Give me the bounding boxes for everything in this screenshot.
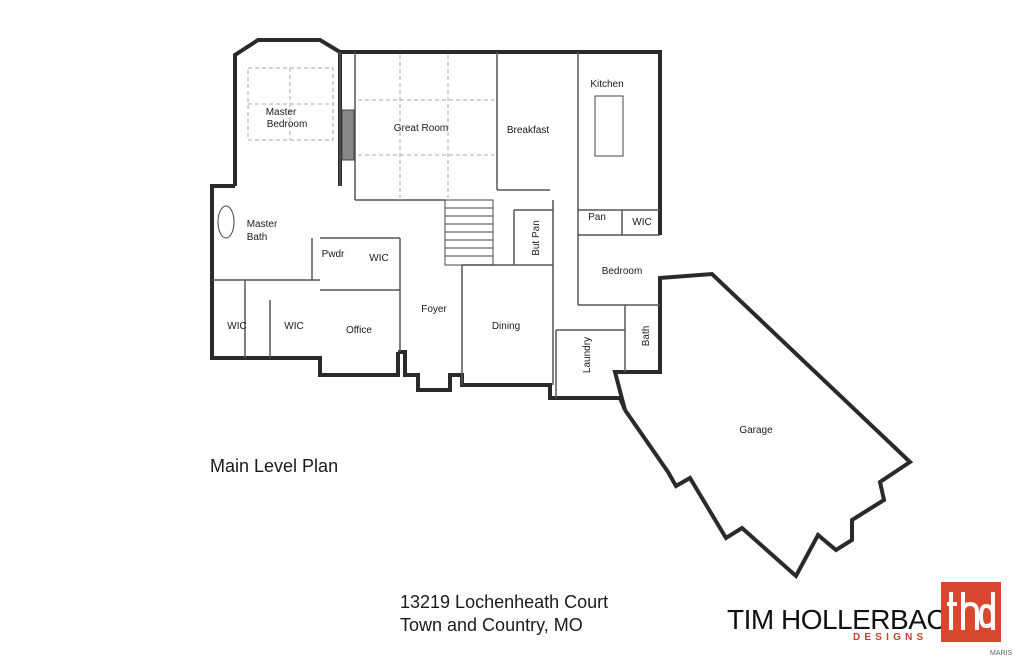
room-label-dining: Dining <box>492 321 520 332</box>
logo-glyph <box>947 592 995 630</box>
address-line-1: 13219 Lochenheath Court <box>400 592 609 612</box>
room-label-but-pan: But Pan <box>531 220 542 256</box>
thd-logo: thd <box>941 582 1001 642</box>
room-label-pan: Pan <box>588 212 606 223</box>
room-label-kitchen: Kitchen <box>590 79 623 90</box>
room-label-garage: Garage <box>739 425 773 436</box>
room-label-laundry: Laundry <box>582 337 593 373</box>
stairs <box>444 199 494 266</box>
room-label-wic-left-2: WIC <box>284 321 303 332</box>
bathtub <box>217 205 235 239</box>
room-label-wic-center: WIC <box>369 253 388 264</box>
kitchen-island <box>594 95 624 157</box>
room-label-great-room: Great Room <box>394 123 448 134</box>
room-label-wic-right: WIC <box>632 217 651 228</box>
room-label-bath: Bath <box>641 326 652 347</box>
logo-text: thd <box>941 582 1001 642</box>
watermark: MARIS <box>990 650 1013 657</box>
brand-name: TIM HOLLERBACH <box>727 604 966 635</box>
room-label-foyer: Foyer <box>421 304 447 315</box>
west-wall <box>210 184 400 377</box>
room-label-bedroom: Bedroom <box>602 266 643 277</box>
brand-subtitle: DESIGNS <box>853 632 928 643</box>
entry-wall <box>398 350 627 411</box>
fireplace <box>341 109 355 161</box>
room-label-pwdr: Pwdr <box>322 249 345 260</box>
room-label-office: Office <box>346 325 372 336</box>
room-label-breakfast: Breakfast <box>507 125 549 136</box>
plan-title: Main Level Plan <box>210 456 339 476</box>
garage-wall <box>612 271 914 580</box>
room-label-wic-left-1: WIC <box>227 321 246 332</box>
north-wall <box>340 50 662 235</box>
address-line-2: Town and Country, MO <box>400 615 583 635</box>
